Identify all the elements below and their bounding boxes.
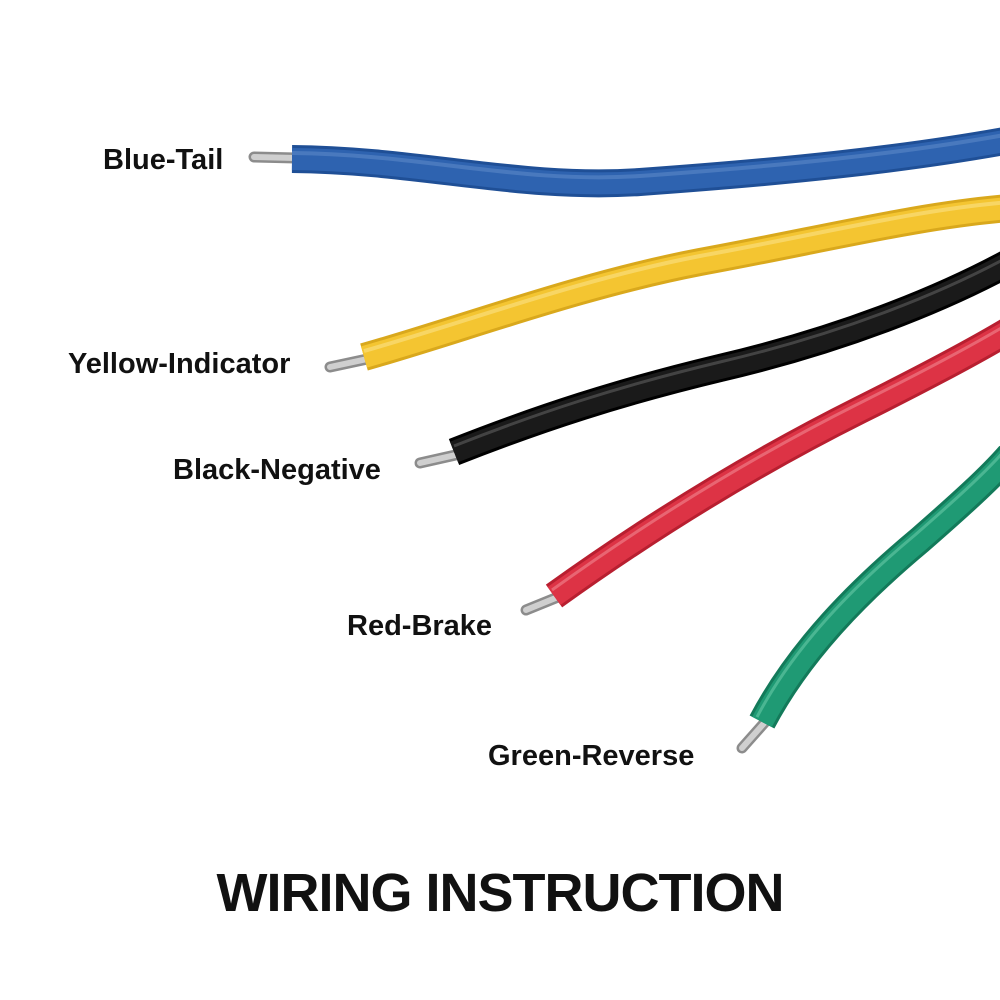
wire-label-black: Black-Negative — [173, 454, 381, 486]
blue-wire-icon — [248, 127, 1000, 198]
red-wire-icon — [520, 319, 1000, 616]
wire-label-blue: Blue-Tail — [103, 144, 224, 176]
black-wire-icon — [414, 251, 1000, 469]
wire-label-green: Green-Reverse — [488, 740, 695, 772]
green-wire-icon — [736, 445, 1000, 754]
yellow-wire-icon — [324, 194, 1000, 373]
wire-label-yellow: Yellow-Indicator — [68, 348, 291, 380]
wire-label-red: Red-Brake — [347, 610, 493, 642]
page-title: WIRING INSTRUCTION — [216, 863, 785, 923]
